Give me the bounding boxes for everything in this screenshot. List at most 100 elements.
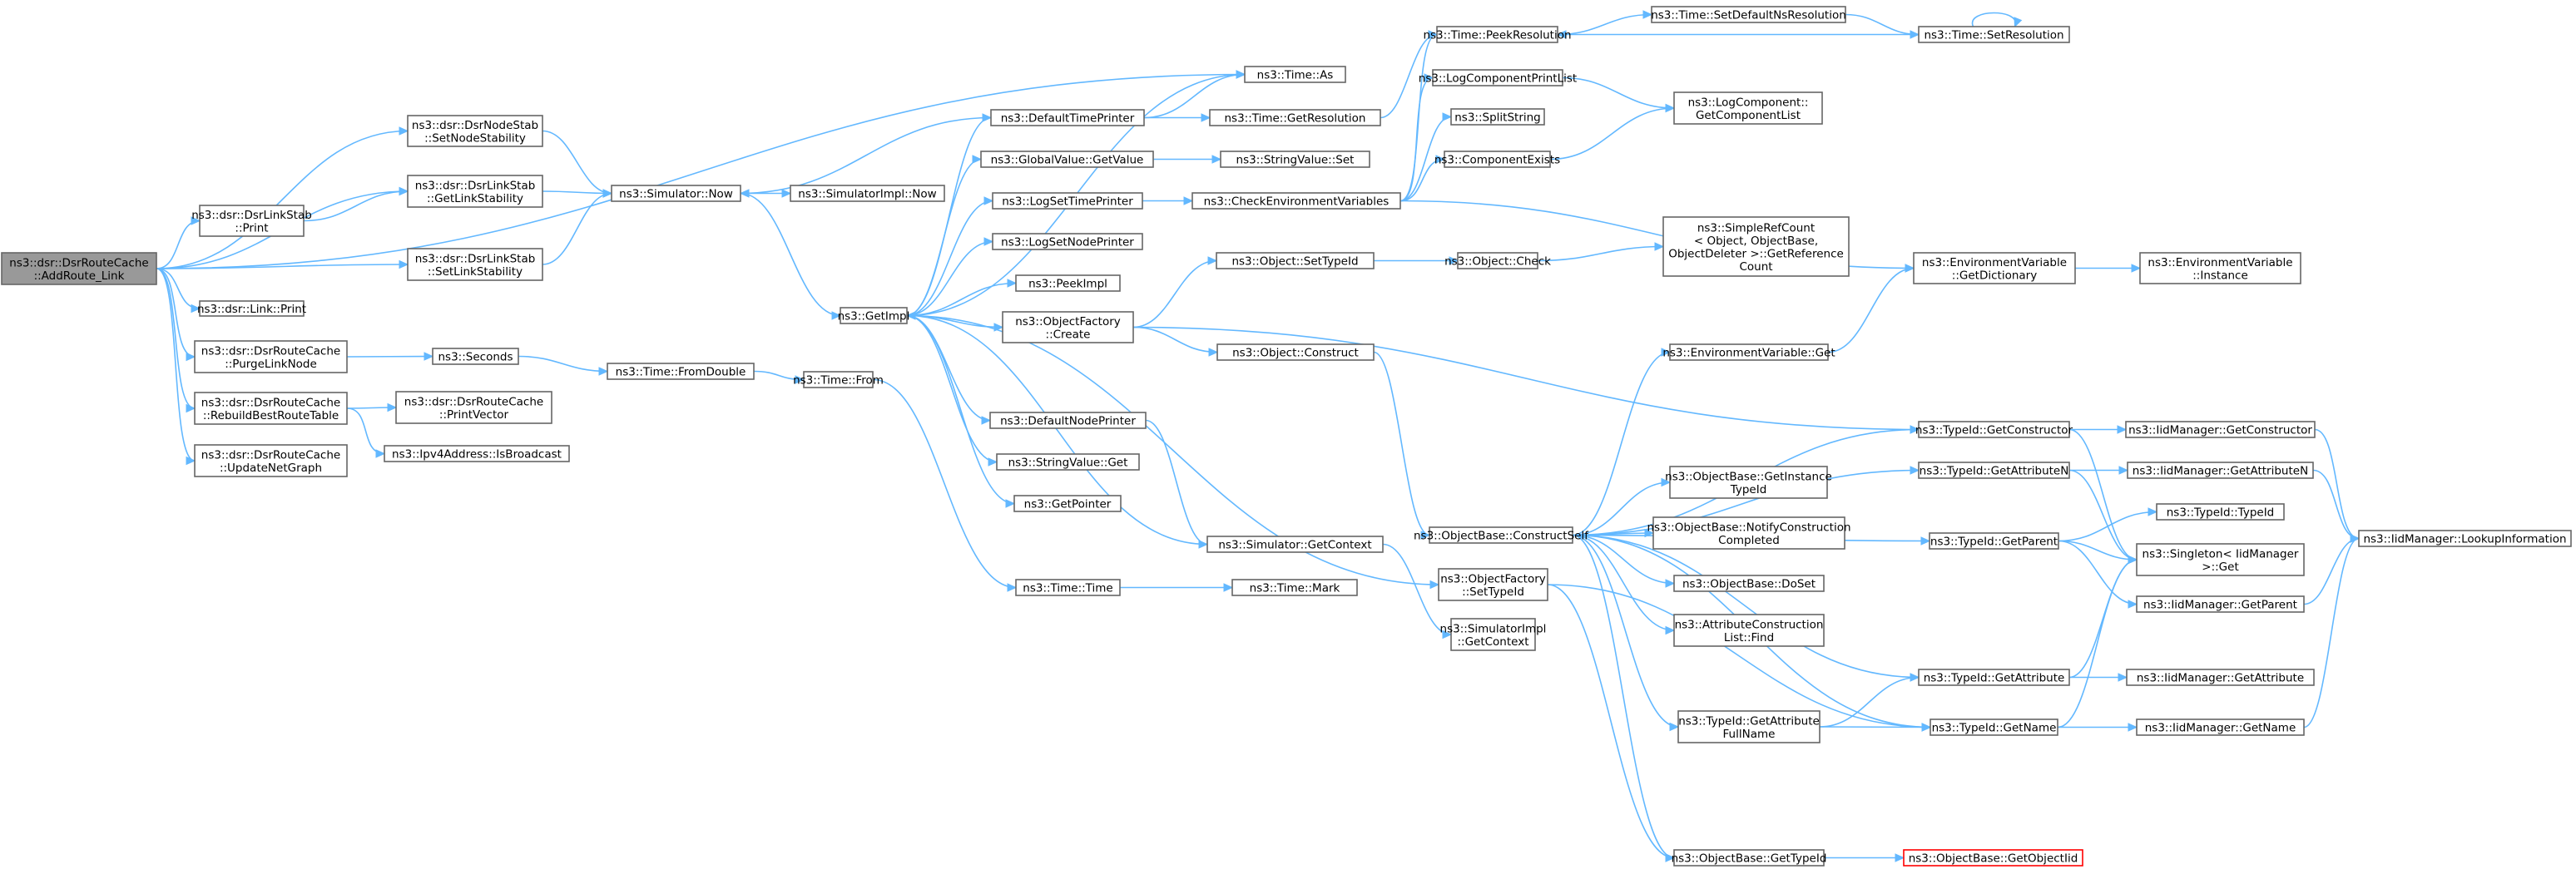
node-time-setdefaultns[interactable]: ns3::Time::SetDefaultNsResolution (1651, 6, 1846, 23)
edge-line (346, 355, 433, 358)
node-obj-construct[interactable]: ns3::Object::Construct (1216, 343, 1375, 361)
node-box (1231, 579, 1358, 596)
node-typeid-getattributen[interactable]: ns3::TypeId::GetAttributeN (1918, 462, 2070, 479)
edge-arrowhead (2131, 264, 2142, 273)
node-isbroadcast[interactable]: ns3::Ipv4Address::IsBroadcast (384, 445, 570, 462)
node-box (1457, 252, 1538, 269)
node-time-peekres[interactable]: ns3::Time::PeekResolution (1423, 26, 1572, 43)
node-stringvalue-set[interactable]: ns3::StringValue::Set (1220, 151, 1370, 168)
node-time-time[interactable]: ns3::Time::Time (1015, 579, 1121, 596)
node-typeid-typeid[interactable]: ns3::TypeId::TypeId (2156, 503, 2285, 521)
edge-arrowhead (1442, 630, 1453, 639)
node-time-as[interactable]: ns3::Time::As (1244, 66, 1346, 83)
node-iid-lookupinfo[interactable]: ns3::IidManager::LookupInformation (2358, 530, 2572, 547)
node-logcomp-getlist[interactable]: ns3::LogComponent::GetComponentList (1673, 91, 1823, 125)
node-simimpl-getcontext[interactable]: ns3::SimulatorImpl::GetContext (1440, 618, 1547, 651)
node-iid-getattributen[interactable]: ns3::IidManager::GetAttributeN (2127, 462, 2314, 479)
node-time-getres[interactable]: ns3::Time::GetResolution (1209, 109, 1381, 126)
node-box (611, 185, 741, 202)
node-label: ns3::TypeId::GetAttribute (1924, 672, 2065, 685)
node-defaulttimeprinter[interactable]: ns3::DefaultTimePrinter (990, 109, 1145, 126)
node-defaultnodeprinter[interactable]: ns3::DefaultNodePrinter (989, 412, 1147, 429)
edge-line (1572, 481, 1671, 536)
edge-typeid-getattribute-to-iid-getattribute (2069, 673, 2128, 682)
node-splitstring[interactable]: ns3::SplitString (1450, 108, 1545, 126)
node-label: ns3::Time::Mark (1250, 582, 1340, 595)
edge-time-setres-to-time-setres (1971, 12, 2023, 28)
node-getpointer[interactable]: ns3::GetPointer (1013, 495, 1122, 512)
node-typeid-getconstructor[interactable]: ns3::TypeId::GetConstructor (1915, 421, 2073, 438)
node-addroute[interactable]: ns3::dsr::DsrRouteCache::AddRoute_Link (1, 252, 157, 285)
node-getimpl[interactable]: ns3::GetImpl (838, 307, 910, 324)
node-purgelinknode[interactable]: ns3::dsr::DsrRouteCache::PurgeLinkNode (194, 340, 348, 373)
node-obj-settypeid[interactable]: ns3::Object::SetTypeId (1216, 252, 1375, 269)
node-sim-now[interactable]: ns3::Simulator::Now (611, 185, 741, 202)
node-envvar-get[interactable]: ns3::EnvironmentVariable::Get (1662, 343, 1835, 361)
node-typeid-getparent[interactable]: ns3::TypeId::GetParent (1929, 532, 2059, 550)
edge-arrowhead (831, 311, 842, 320)
node-box (990, 109, 1145, 126)
edge-obj-check-to-simplerefcount (1537, 242, 1665, 262)
node-linkstab-print[interactable]: ns3::dsr::DsrLinkStab::Print (191, 205, 312, 237)
edge-line (2058, 540, 2138, 605)
node-setnodestab[interactable]: ns3::dsr::DsrNodeStab::SetNodeStability (407, 115, 543, 147)
edge-arrowhead (1211, 155, 1222, 164)
node-objbase-notify[interactable]: ns3::ObjectBase::NotifyConstructionCompl… (1647, 516, 1851, 550)
edge-getimpl-to-getpointer (906, 314, 1016, 508)
node-simimpl-now[interactable]: ns3::SimulatorImpl::Now (790, 185, 945, 202)
node-globalvalue-get[interactable]: ns3::GlobalValue::GetValue (980, 151, 1154, 168)
edge-line (906, 200, 993, 317)
node-objbase-constructself[interactable]: ns3::ObjectBase::ConstructSelf (1414, 526, 1589, 544)
node-objfactory-settypeid[interactable]: ns3::ObjectFactory::SetTypeId (1438, 568, 1548, 601)
node-box (2139, 252, 2301, 284)
node-rebuildbest[interactable]: ns3::dsr::DsrRouteCache::RebuildBestRout… (194, 392, 348, 425)
node-link-print[interactable]: ns3::dsr::Link::Print (197, 300, 306, 317)
edge-line (1572, 534, 1675, 859)
node-envvar-instance[interactable]: ns3::EnvironmentVariable::Instance (2139, 252, 2301, 284)
node-envvar-getdict[interactable]: ns3::EnvironmentVariable::GetDictionary (1913, 252, 2076, 284)
node-updatenetgraph[interactable]: ns3::dsr::DsrRouteCache::UpdateNetGraph (194, 444, 348, 477)
node-seconds[interactable]: ns3::Seconds (432, 348, 519, 365)
node-printvector[interactable]: ns3::dsr::DsrRouteCache::PrintVector (395, 391, 552, 424)
node-typeid-getname[interactable]: ns3::TypeId::GetName (1930, 718, 2058, 736)
edge-line (1971, 12, 2017, 27)
node-fromdouble[interactable]: ns3::Time::FromDouble (607, 363, 755, 380)
node-componentexists[interactable]: ns3::ComponentExists (1434, 151, 1560, 168)
node-time-setres[interactable]: ns3::Time::SetResolution (1918, 26, 2070, 43)
node-time-mark[interactable]: ns3::Time::Mark (1231, 579, 1358, 596)
node-sim-getcontext[interactable]: ns3::Simulator::GetContext (1206, 536, 1384, 553)
node-label: Completed (1718, 534, 1780, 547)
node-logsettimeprinter[interactable]: ns3::LogSetTimePrinter (992, 192, 1143, 210)
node-stringvalue-get[interactable]: ns3::StringValue::Get (996, 453, 1140, 471)
node-iid-getconstructor[interactable]: ns3::IidManager::GetConstructor (2125, 421, 2316, 438)
node-objbase-getobjectiid[interactable]: ns3::ObjectBase::GetObjectIid (1903, 849, 2083, 867)
node-objfactory-create[interactable]: ns3::ObjectFactory::Create (1002, 311, 1134, 343)
node-box (980, 151, 1154, 168)
node-peekimpl[interactable]: ns3::PeekImpl (1015, 274, 1121, 292)
node-iid-getparent[interactable]: ns3::IidManager::GetParent (2136, 595, 2305, 613)
node-obj-check[interactable]: ns3::Object::Check (1444, 252, 1551, 269)
node-iid-getattribute[interactable]: ns3::IidManager::GetAttribute (2126, 669, 2315, 686)
node-box (1662, 216, 1850, 277)
node-objbase-doset[interactable]: ns3::ObjectBase::DoSet (1673, 575, 1825, 592)
node-logcompprintlist[interactable]: ns3::LogComponentPrintList (1419, 69, 1577, 86)
node-label: ns3::Object::Construct (1232, 347, 1359, 360)
node-setlinkstab[interactable]: ns3::dsr::DsrLinkStab::SetLinkStability (407, 248, 543, 281)
node-typeid-getattribute[interactable]: ns3::TypeId::GetAttribute (1918, 669, 2070, 686)
node-simplerefcount[interactable]: ns3::SimpleRefCount< Object, ObjectBase,… (1662, 216, 1850, 277)
node-objbase-gettypeid[interactable]: ns3::ObjectBase::GetTypeId (1672, 849, 1827, 867)
nodes-layer: ns3::dsr::DsrRouteCache::AddRoute_Linkns… (1, 6, 2572, 867)
node-checkenv[interactable]: ns3::CheckEnvironmentVariables (1191, 192, 1401, 210)
edge-arrowhead (399, 259, 409, 269)
edge-arrowhead (1208, 348, 1219, 357)
node-box (1918, 421, 2070, 438)
node-logsetnodeprinter[interactable]: ns3::LogSetNodePrinter (992, 233, 1143, 250)
node-singleton-get[interactable]: ns3::Singleton< IidManager >::Get (2136, 543, 2305, 576)
edge-arrowhead (387, 402, 398, 412)
node-time-from[interactable]: ns3::Time::From (793, 371, 884, 388)
node-getlinkstab[interactable]: ns3::dsr::DsrLinkStab::GetLinkStability (407, 175, 543, 208)
node-iid-getname[interactable]: ns3::IidManager::GetName (2136, 718, 2305, 736)
